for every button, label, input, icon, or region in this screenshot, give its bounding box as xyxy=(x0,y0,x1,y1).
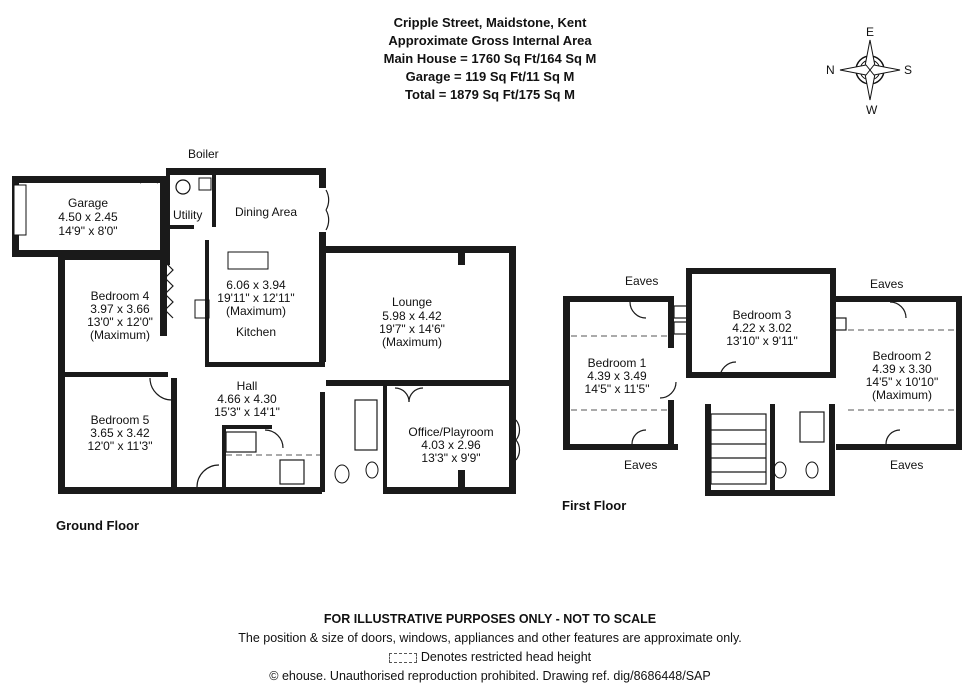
legend-row: Denotes restricted head height xyxy=(180,648,800,667)
compass-e-label: E xyxy=(866,25,874,39)
lounge-imperial: 19'7" x 14'6" xyxy=(379,322,445,336)
main-house-area: Main House = 1760 Sq Ft/164 Sq M xyxy=(383,51,597,66)
garage-room xyxy=(12,176,167,257)
lounge-name: Lounge xyxy=(392,295,432,309)
office-metric: 4.03 x 2.96 xyxy=(421,438,481,452)
bedroom-3-imperial: 13'10" x 9'11" xyxy=(726,334,798,348)
plan-footer: FOR ILLUSTRATIVE PURPOSES ONLY - NOT TO … xyxy=(180,610,800,686)
hob-icon xyxy=(194,299,210,319)
hall-metric: 4.66 x 4.30 xyxy=(217,392,277,406)
approximation-note: The position & size of doors, windows, a… xyxy=(238,631,742,645)
first-floor-plan xyxy=(563,268,962,496)
kitchen-imperial: 19'11" x 12'11" xyxy=(217,291,294,305)
copyright-text: © ehouse. Unauthorised reproduction proh… xyxy=(269,669,711,683)
hall-name: Hall xyxy=(237,379,258,393)
eaves-label-3: Eaves xyxy=(624,458,657,472)
compass-w-label: W xyxy=(866,103,878,117)
bedroom-4-name: Bedroom 4 xyxy=(91,289,150,303)
legend-text: Denotes restricted head height xyxy=(420,650,592,664)
address-title: Cripple Street, Maidstone, Kent xyxy=(393,15,587,30)
area-title: Approximate Gross Internal Area xyxy=(388,33,592,48)
garage-area: Garage = 119 Sq Ft/11 Sq M xyxy=(405,69,575,84)
kitchen-sink-icon xyxy=(227,251,269,270)
eaves-label-4: Eaves xyxy=(890,458,923,472)
bedroom-5-name: Bedroom 5 xyxy=(91,413,150,427)
kitchen-metric: 6.06 x 3.94 xyxy=(226,278,286,292)
lounge-note: (Maximum) xyxy=(382,335,442,349)
bedroom-3-metric: 4.22 x 3.02 xyxy=(732,321,792,335)
office-name: Office/Playroom xyxy=(408,425,493,439)
bedroom-4-metric: 3.97 x 3.66 xyxy=(90,302,150,316)
lounge-room xyxy=(326,246,516,396)
first-floor-title: First Floor xyxy=(562,498,626,513)
bedroom-2-metric: 4.39 x 3.30 xyxy=(872,362,932,376)
bedroom-1-metric: 4.39 x 3.49 xyxy=(587,369,647,383)
bedroom-5-room xyxy=(58,376,178,494)
boiler-label: Boiler xyxy=(188,147,219,161)
garage-imperial: 14'9" x 8'0" xyxy=(58,224,117,238)
disclaimer-text: FOR ILLUSTRATIVE PURPOSES ONLY - NOT TO … xyxy=(323,612,657,626)
plan-header: Cripple Street, Maidstone, Kent Approxim… xyxy=(300,14,680,104)
bedroom-4-room xyxy=(58,256,174,377)
total-area: Total = 1879 Sq Ft/175 Sq M xyxy=(405,87,575,102)
boiler-icon xyxy=(175,179,191,195)
office-playroom-room xyxy=(383,386,521,494)
kitchen-note: (Maximum) xyxy=(226,304,286,318)
ground-floor-plan xyxy=(12,168,521,494)
compass-n-label: N xyxy=(826,63,835,77)
hall-imperial: 15'3" x 14'1" xyxy=(214,405,280,419)
bedroom-2-note: (Maximum) xyxy=(872,388,932,402)
bedroom-1-name: Bedroom 1 xyxy=(588,356,647,370)
eaves-label-1: Eaves xyxy=(625,274,658,288)
dining-area-label: Dining Area xyxy=(235,205,297,219)
garage-name: Garage xyxy=(68,196,108,210)
utility-label: Utility xyxy=(173,208,202,222)
eaves-label-2: Eaves xyxy=(870,277,903,291)
bedroom-4-imperial: 13'0" x 12'0" xyxy=(87,315,153,329)
bedroom-3-name: Bedroom 3 xyxy=(733,308,792,322)
bedroom-2-imperial: 14'5" x 10'10" xyxy=(866,375,939,389)
bedroom-4-note: (Maximum) xyxy=(90,328,150,342)
kitchen-label: Kitchen xyxy=(236,325,276,339)
bedroom-5-metric: 3.65 x 3.42 xyxy=(90,426,150,440)
ground-floor-title: Ground Floor xyxy=(56,518,139,533)
bedroom-2-name: Bedroom 2 xyxy=(873,349,932,363)
bedroom-1-imperial: 14'5" x 11'5" xyxy=(585,382,650,396)
garage-metric: 4.50 x 2.45 xyxy=(58,210,118,224)
office-imperial: 13'3" x 9'9" xyxy=(421,451,480,465)
dashed-legend-icon xyxy=(388,652,417,663)
bedroom-5-imperial: 12'0" x 11'3" xyxy=(88,439,153,453)
lounge-metric: 5.98 x 4.42 xyxy=(382,309,442,323)
compass-rose-icon: E W N S xyxy=(826,25,912,117)
compass-s-label: S xyxy=(904,63,912,77)
